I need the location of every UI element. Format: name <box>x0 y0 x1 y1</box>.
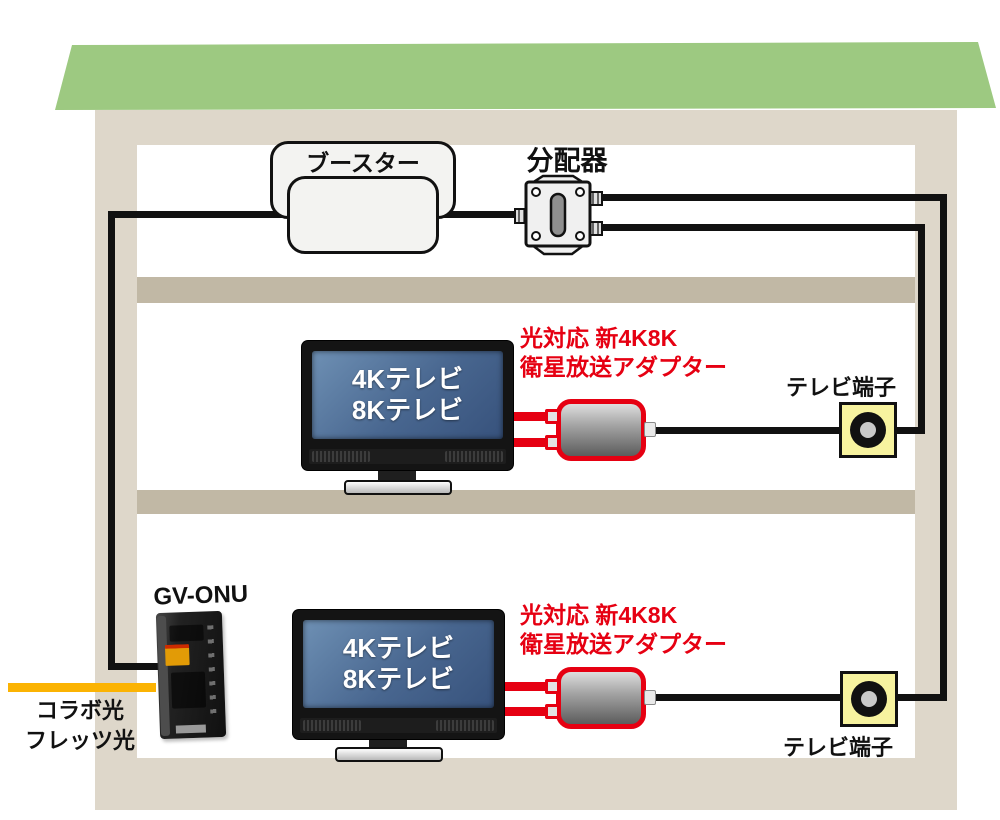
fiber-service-line2: フレッツ光 <box>24 728 135 753</box>
booster-box <box>287 176 439 254</box>
tv-second-floor: 4Kテレビ 8Kテレビ <box>302 341 513 470</box>
adapter-annotation-line1: 光対応 新4K8K <box>520 325 678 351</box>
tv-terminal-label-first-floor: テレビ端子 <box>782 735 893 760</box>
adapter-annotation-line1: 光対応 新4K8K <box>520 602 678 628</box>
floor-divider-second <box>137 490 915 514</box>
coax-jack-icon <box>850 412 886 448</box>
coax-cable-left-vertical <box>108 211 115 670</box>
onu-vent <box>169 624 204 642</box>
coax-cable-first-floor-adapter-to-terminal <box>642 694 844 701</box>
adapter-output-port-icon <box>644 690 656 705</box>
coax-cable-right-outer-vertical <box>940 194 947 701</box>
floor-divider-attic <box>137 277 915 303</box>
splitter-icon <box>514 174 603 256</box>
tv-stand-base <box>344 480 452 495</box>
adapter-port-icon <box>545 679 560 694</box>
coax-cable-second-floor-adapter-to-terminal <box>643 427 843 434</box>
coax-cable-splitter-top-out <box>600 194 947 201</box>
splitter-label: 分配器 <box>526 146 608 176</box>
tv-screen: 4Kテレビ 8Kテレビ <box>312 351 503 439</box>
fiber-service-label: コラボ光 フレッツ光 <box>18 696 142 756</box>
red-cable-second-floor-2 <box>508 438 556 447</box>
coax-cable-second-floor-terminal-right <box>894 427 925 434</box>
roof <box>55 42 996 110</box>
house-interior <box>137 145 915 758</box>
tv-speaker <box>309 449 506 464</box>
adapter-annotation-line2: 衛星放送アダプター <box>520 354 727 380</box>
coax-cable-left-horizontal <box>108 211 290 218</box>
tv-terminal-label-second-floor: テレビ端子 <box>785 375 896 400</box>
tv-terminal-first-floor <box>840 671 898 727</box>
tv-stand-neck <box>369 737 407 750</box>
adapter-port-icon <box>545 704 560 719</box>
onu-sticker <box>164 644 190 666</box>
coax-cable-first-floor-terminal-right <box>894 694 947 701</box>
tv-screen-label-line2: 8Kテレビ <box>342 664 455 694</box>
coax-cable-to-onu <box>108 663 170 670</box>
onu-device <box>155 610 227 740</box>
adapter-port-icon <box>545 409 560 424</box>
coax-jack-icon <box>851 681 887 717</box>
tv-stand-base <box>335 747 443 762</box>
tv-screen-label-line2: 8Kテレビ <box>351 395 464 425</box>
tv-screen-label-line1: 4Kテレビ <box>342 633 455 663</box>
fiber-optic-line <box>8 683 156 692</box>
adapter-annotation-line2: 衛星放送アダプター <box>520 631 727 657</box>
coax-cable-right-inner-vertical <box>918 224 925 434</box>
adapter-annotation-second-floor: 光対応 新4K8K 衛星放送アダプター <box>520 324 727 382</box>
red-cable-first-floor-1 <box>500 682 548 691</box>
adapter-output-port-icon <box>644 422 656 437</box>
tv-terminal-second-floor <box>839 402 897 458</box>
tv-screen-label-line1: 4Kテレビ <box>351 364 464 394</box>
satellite-adapter-first-floor <box>556 667 646 729</box>
red-cable-first-floor-2 <box>500 707 548 716</box>
onu-name-plate <box>175 724 207 734</box>
tv-screen: 4Kテレビ 8Kテレビ <box>303 620 494 708</box>
onu-vent <box>170 671 207 709</box>
adapter-port-icon <box>545 435 560 450</box>
adapter-annotation-first-floor: 光対応 新4K8K 衛星放送アダプター <box>520 601 727 659</box>
tv-speaker <box>300 718 497 733</box>
coax-cable-splitter-bottom-out <box>600 224 925 231</box>
tv-stand-neck <box>378 468 416 483</box>
red-cable-second-floor-1 <box>508 412 556 421</box>
coax-cable-booster-to-splitter <box>430 211 518 218</box>
fiber-service-line1: コラボ光 <box>35 698 124 723</box>
tv-first-floor: 4Kテレビ 8Kテレビ <box>293 610 504 739</box>
satellite-adapter-second-floor <box>556 399 646 461</box>
